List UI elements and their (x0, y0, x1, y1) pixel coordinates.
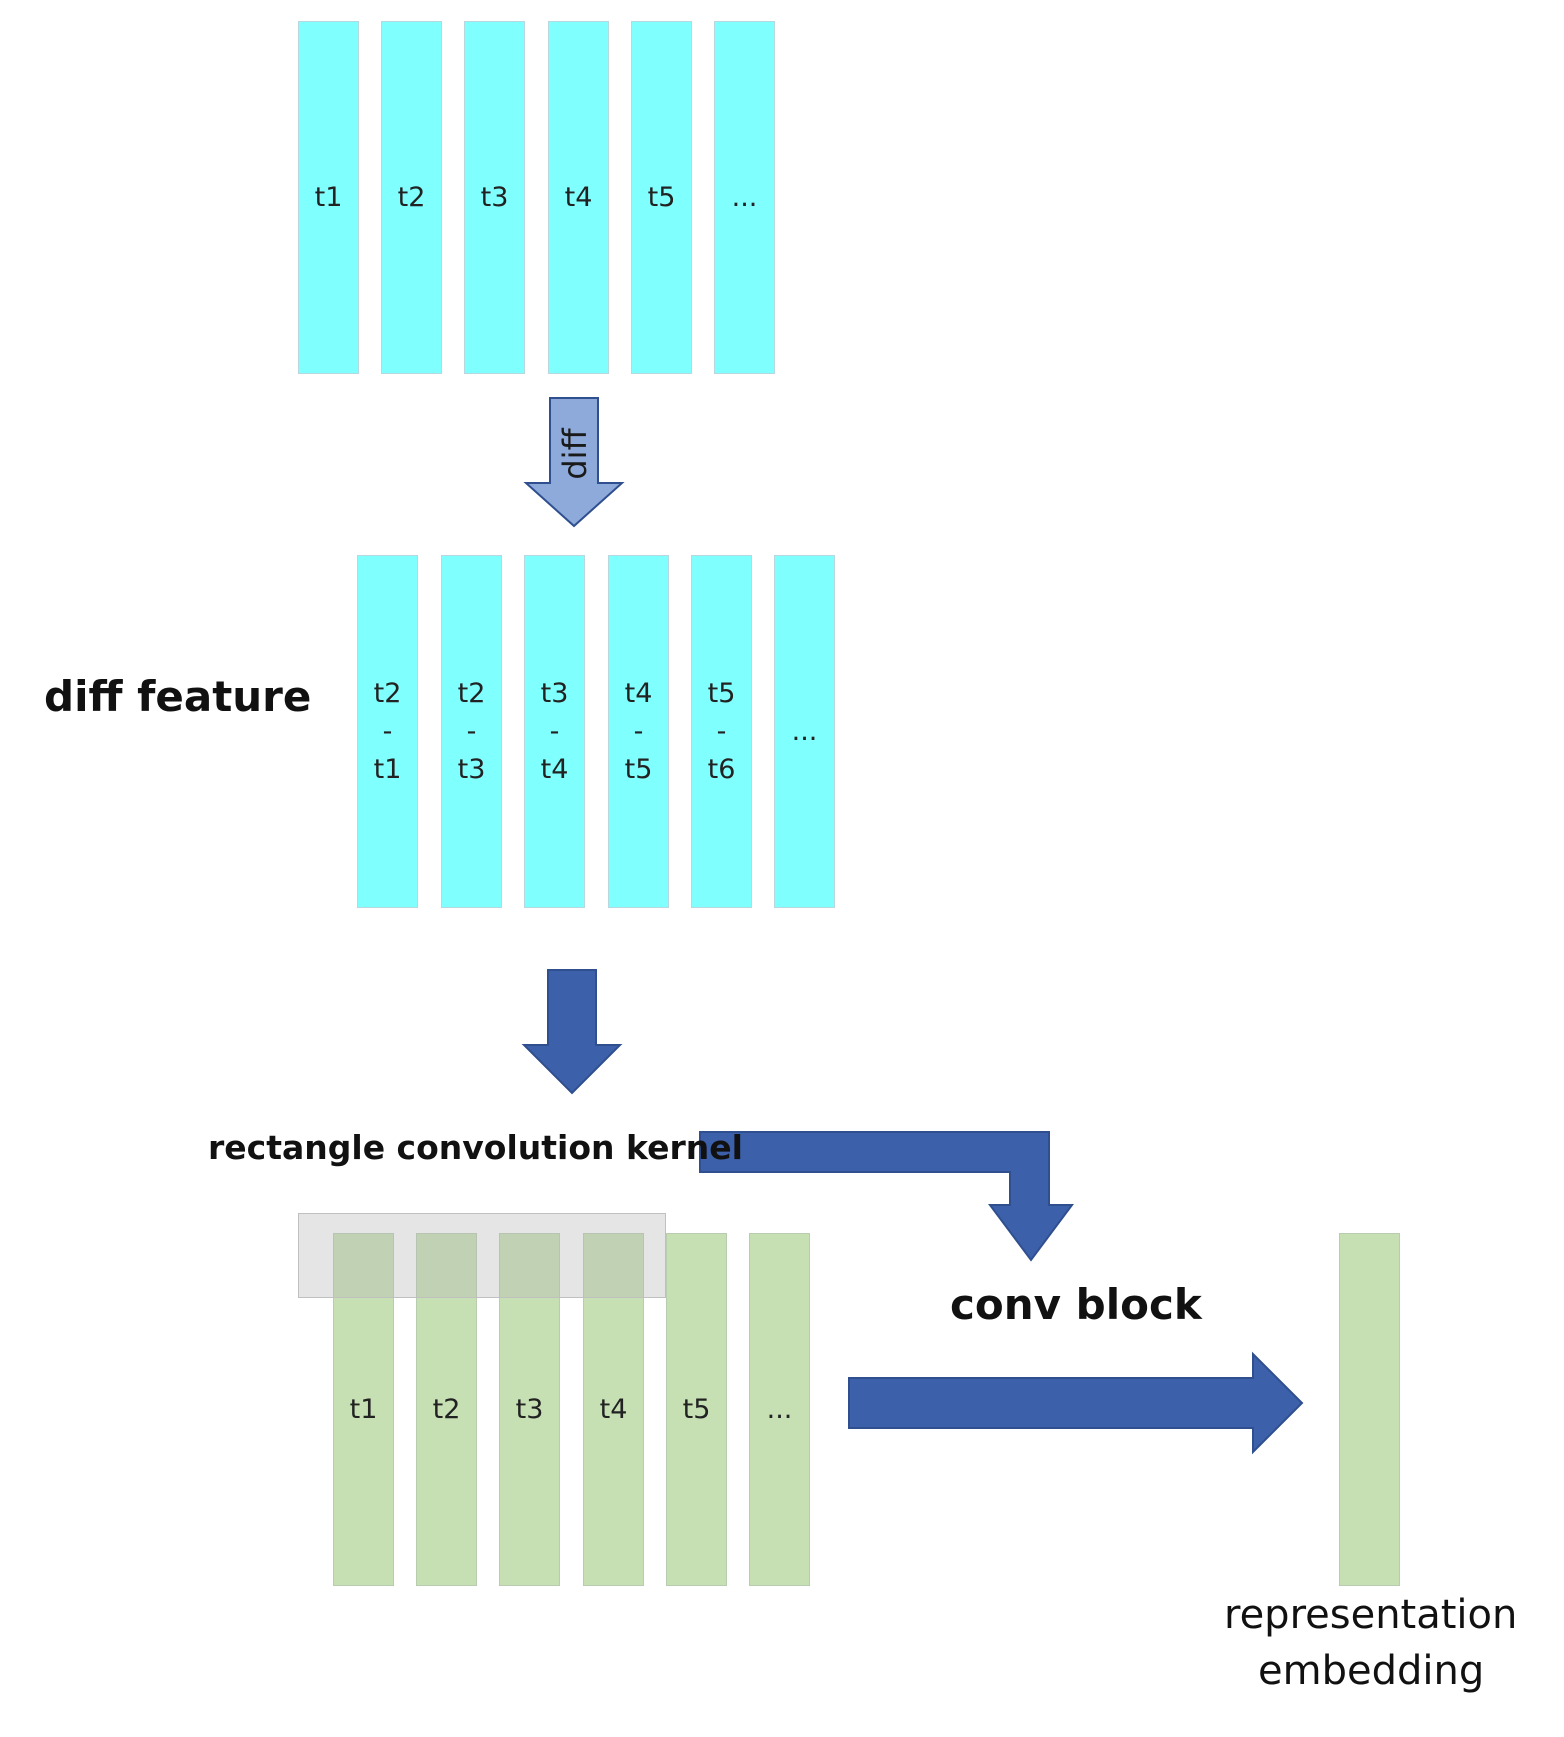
input-frame: t1 (298, 21, 359, 374)
diff-feature-title: diff feature (44, 672, 312, 721)
diff-sep: - (633, 715, 644, 747)
conv-frame-label: ... (766, 1394, 793, 1425)
diff-sep: - (466, 715, 477, 747)
diff-top: t2 (373, 677, 402, 709)
conv-frame: t5 (666, 1233, 727, 1586)
diff-feature-column: t4 - t5 (608, 555, 669, 908)
right-arrow (848, 1351, 1304, 1455)
diff-bottom: t3 (457, 753, 486, 785)
input-frame-label: t3 (480, 182, 509, 213)
diff-top: t2 (457, 677, 486, 709)
input-frame: t4 (548, 21, 609, 374)
conv-frame: t3 (499, 1233, 560, 1586)
diff-sep: - (382, 715, 393, 747)
input-frame-label: t2 (397, 182, 426, 213)
conv-frame: t2 (416, 1233, 477, 1586)
conv-frame-label: t3 (515, 1394, 544, 1425)
conv-frame-label: t1 (349, 1394, 378, 1425)
kernel-window (298, 1213, 666, 1298)
input-frame: t5 (631, 21, 692, 374)
embedding-bar (1339, 1233, 1400, 1586)
input-frame-label: t1 (314, 182, 343, 213)
bent-arrow (699, 1131, 1074, 1262)
conv-frame-label: t5 (682, 1394, 711, 1425)
down-arrow (521, 969, 623, 1095)
conv-frame-label: t4 (599, 1394, 628, 1425)
diff-bottom: t4 (540, 753, 569, 785)
diff-arrow-label: diff (556, 428, 594, 480)
input-frame: t3 (464, 21, 525, 374)
diff-top: t4 (624, 677, 653, 709)
diff-sep: - (716, 715, 727, 747)
conv-block-label: conv block (950, 1280, 1202, 1329)
output-label-line1: representation (1224, 1592, 1518, 1638)
conv-frame: t4 (583, 1233, 644, 1586)
diff-top: t3 (540, 677, 569, 709)
diff-sep: - (549, 715, 560, 747)
diff-feature-column: t3 - t4 (524, 555, 585, 908)
input-frame-label: t5 (647, 182, 676, 213)
diff-feature-column: t5 - t6 (691, 555, 752, 908)
diff-sep: ... (791, 715, 818, 747)
conv-frame: ... (749, 1233, 810, 1586)
input-frame-label: t4 (564, 182, 593, 213)
input-frame: t2 (381, 21, 442, 374)
diff-feature-column: t2 - t1 (357, 555, 418, 908)
diff-bottom: t6 (707, 753, 736, 785)
conv-frame-label: t2 (432, 1394, 461, 1425)
input-frame-label: ... (731, 182, 758, 213)
diff-bottom: t5 (624, 753, 653, 785)
kernel-label: rectangle convolution kernel (208, 1128, 743, 1167)
output-label-line2: embedding (1258, 1648, 1485, 1694)
diff-bottom: t1 (373, 753, 402, 785)
input-frame: ... (714, 21, 775, 374)
diff-top: t5 (707, 677, 736, 709)
diff-arrow (523, 397, 625, 528)
diff-feature-column: ... (774, 555, 835, 908)
conv-frame: t1 (333, 1233, 394, 1586)
diff-feature-column: t2 - t3 (441, 555, 502, 908)
